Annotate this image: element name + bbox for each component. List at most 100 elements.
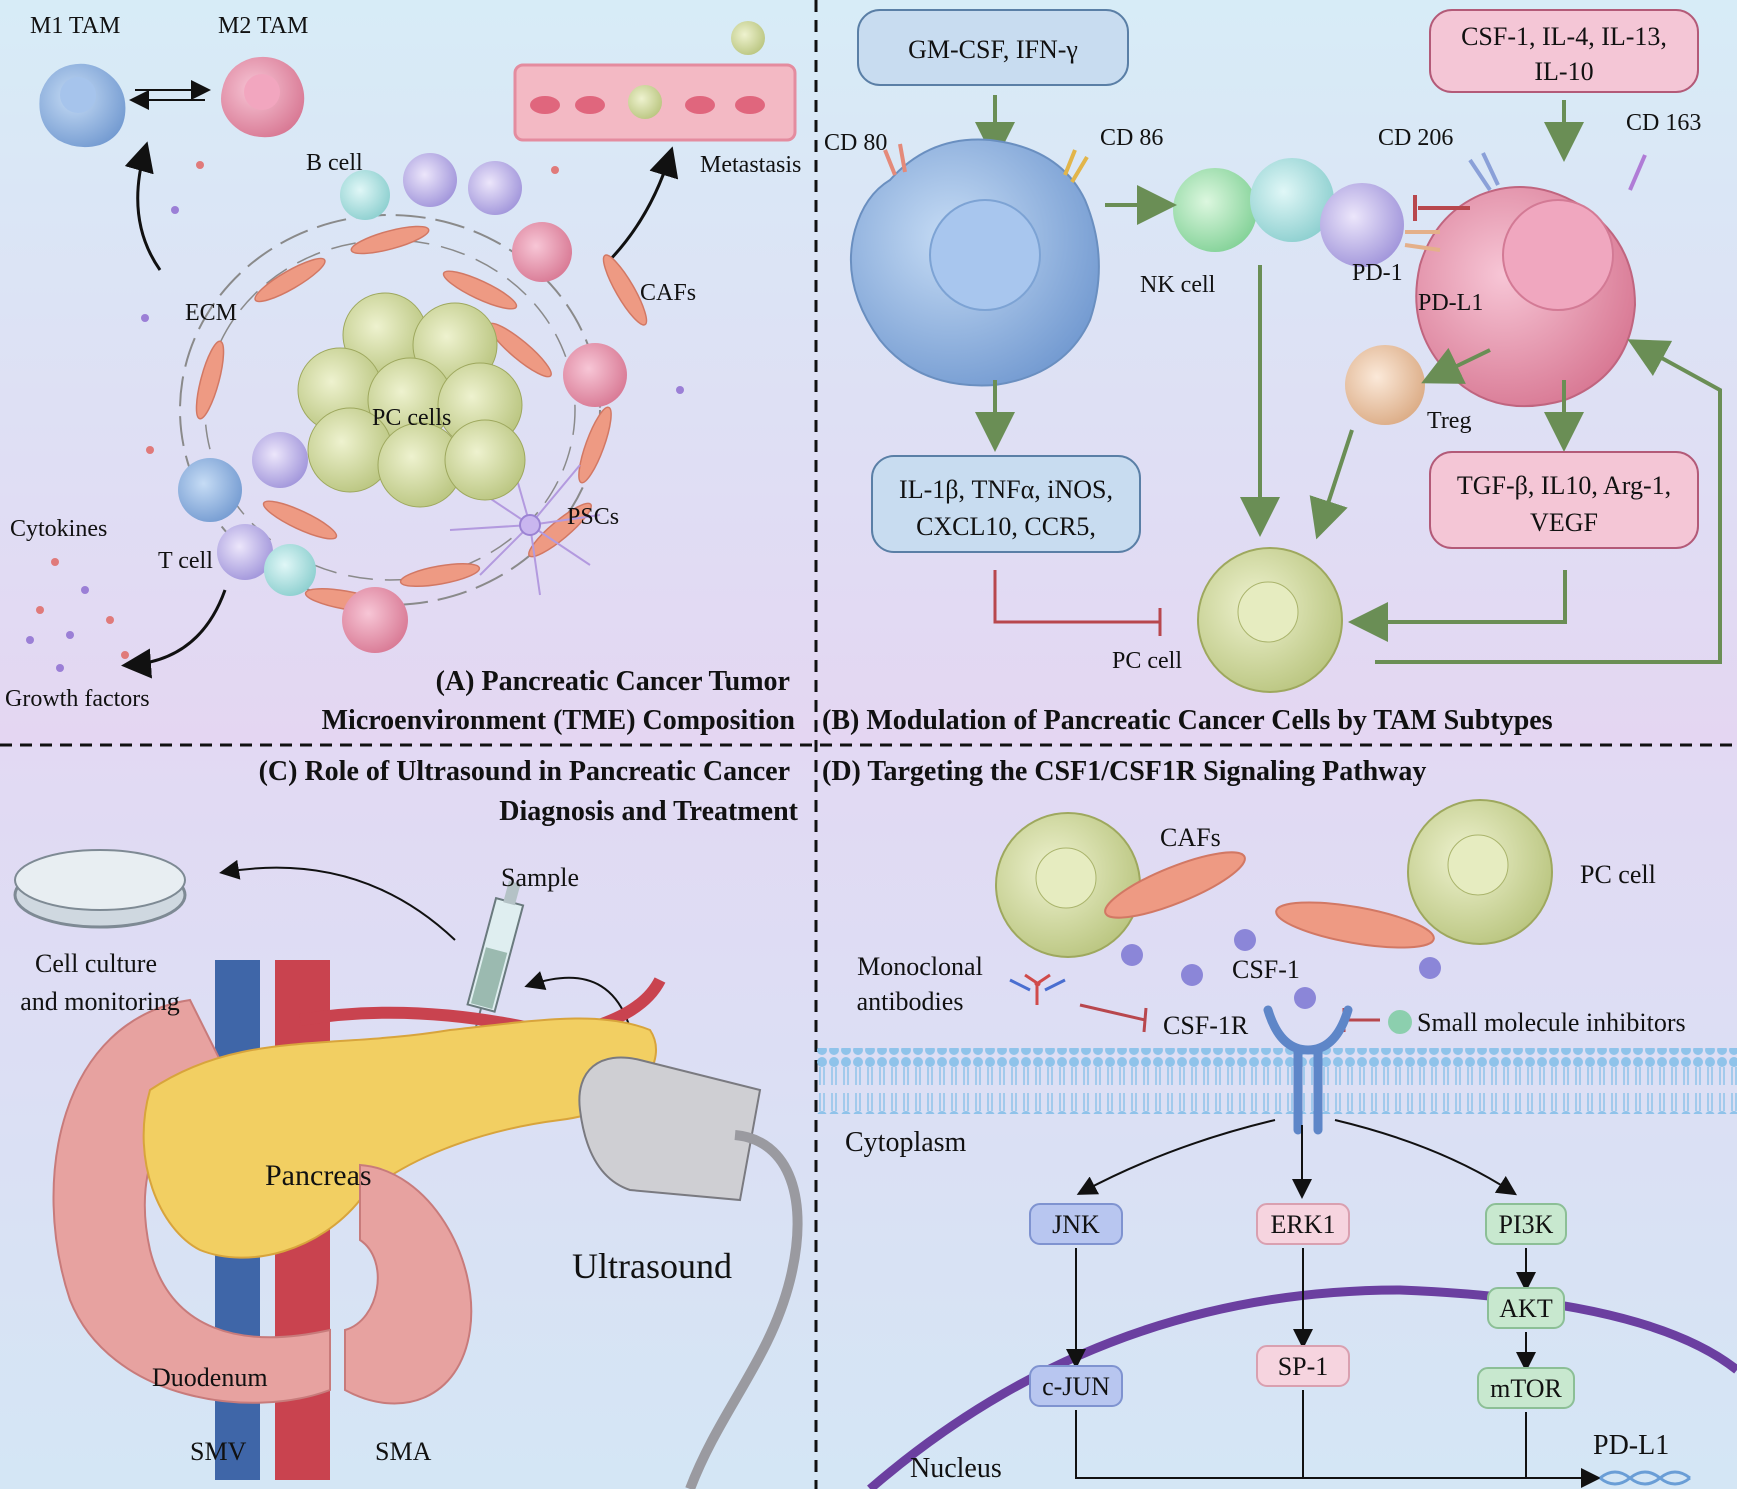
csf1r-receptor xyxy=(1263,1005,1353,1135)
caf-d-2 xyxy=(1275,901,1435,949)
m1-tam-nucleus xyxy=(60,77,96,113)
mtor-box xyxy=(1477,1367,1575,1409)
pd1-pdl1-interaction xyxy=(1404,230,1441,252)
petri-dish-lid xyxy=(14,849,186,911)
pc-cell-d-label: PC cell xyxy=(1580,860,1656,889)
cytoplasm-label: Cytoplasm xyxy=(845,1127,967,1158)
mtor-label: mTOR xyxy=(1490,1374,1562,1403)
inhibit-mab-to-csf1r-bar xyxy=(1142,1007,1148,1033)
pd1-cell xyxy=(1320,183,1404,267)
arrow-to-jnk xyxy=(1076,1119,1276,1195)
m1-inducers-text: GM-CSF, IFN-γ xyxy=(908,35,1078,64)
cd86-label: CD 86 xyxy=(1100,125,1163,151)
sp1-box xyxy=(1256,1345,1350,1387)
small-molecule-label: Small molecule inhibitors xyxy=(1417,1008,1686,1037)
inhibit-mab-to-csf1r xyxy=(1079,1003,1146,1022)
erk1-box xyxy=(1256,1203,1350,1245)
t-cell-label: T cell xyxy=(158,548,213,574)
m1-inducers-box xyxy=(857,9,1129,86)
panel-c: (C) Role of Ultrasound in Pancreatic Can… xyxy=(13,756,803,1489)
ultrasound-label: Ultrasound xyxy=(572,1246,732,1286)
mab-line1: Monoclonal xyxy=(857,952,983,981)
inhibit-m1-factors-to-pc xyxy=(993,570,1160,624)
cafs-label: CAFs xyxy=(640,280,696,306)
treg-label: Treg xyxy=(1427,408,1471,434)
cell-culture-line1: Cell culture xyxy=(35,949,157,978)
duodenum xyxy=(52,998,331,1404)
m2-inducers-line1: CSF-1, IL-4, IL-13, xyxy=(1461,22,1667,51)
arrow-to-tams xyxy=(124,141,162,271)
nk-cell-label: NK cell xyxy=(1140,272,1216,298)
cytokines-label: Cytokines xyxy=(10,516,107,542)
treg-cell xyxy=(1345,345,1425,425)
csf1r-label: CSF-1R xyxy=(1163,1011,1249,1040)
cjun-label: c-JUN xyxy=(1042,1372,1110,1401)
pc-cells-cluster xyxy=(297,292,526,508)
arrow-pc-to-m2 xyxy=(1375,339,1722,664)
panel-b: GM-CSF, IFN-γ CSF-1, IL-4, IL-13, IL-10 … xyxy=(822,9,1722,736)
cd80-label: CD 80 xyxy=(824,130,887,156)
nucleus-label: Nucleus xyxy=(910,1453,1002,1484)
arrow-m2-to-treg xyxy=(1421,347,1491,384)
arrow-treg-to-pc xyxy=(1309,429,1354,540)
csf1-dots xyxy=(1121,929,1441,1009)
cytokine-dots xyxy=(26,161,684,672)
m2-factors-line1: TGF-β, IL10, Arg-1, xyxy=(1457,471,1671,500)
circulating-tumor-cell xyxy=(628,85,662,119)
immune-cells-a xyxy=(178,153,627,653)
cd206-receptor xyxy=(1468,152,1500,192)
red-blood-cells xyxy=(530,96,765,114)
psc-cell xyxy=(449,454,601,596)
panel-a-title-line2: Microenvironment (TME) Composition xyxy=(322,705,796,736)
csf1-label: CSF-1 xyxy=(1232,955,1300,984)
m1-factors-line2: CXCL10, CCR5, xyxy=(916,512,1096,541)
m2-tam-label: M2 TAM xyxy=(218,13,308,39)
m2-tam-nucleus xyxy=(244,74,280,110)
cd86-receptor xyxy=(1063,149,1089,184)
jnk-box xyxy=(1029,1203,1123,1245)
arrow-to-pi3k xyxy=(1334,1119,1518,1196)
pc-cell-d-left-nucleus xyxy=(1035,847,1097,909)
panel-d-title: (D) Targeting the CSF1/CSF1R Signaling P… xyxy=(822,756,1426,787)
nucleus-membrane xyxy=(867,1285,1737,1489)
akt-label: AKT xyxy=(1499,1294,1553,1323)
growth-factors-label: Growth factors xyxy=(5,686,150,712)
metastasizing-tumor-cell xyxy=(731,21,765,55)
arrow-m2-factors-to-pc xyxy=(1348,570,1567,642)
erk1-label: ERK1 xyxy=(1271,1210,1336,1239)
smv-label: SMV xyxy=(190,1437,247,1466)
cjun-box xyxy=(1029,1365,1123,1407)
cd163-label: CD 163 xyxy=(1626,110,1701,136)
pc-cells-label: PC cells xyxy=(372,405,451,431)
akt-box xyxy=(1487,1287,1565,1329)
ecm-label: ECM xyxy=(185,300,237,326)
m2-macrophage-nucleus xyxy=(1502,199,1614,311)
pdl1-label: PD-L1 xyxy=(1418,290,1483,316)
arrow-cjun-to-pdl1 xyxy=(1075,1410,1601,1488)
cd163-receptor xyxy=(1628,154,1647,191)
jnk-label: JNK xyxy=(1052,1210,1100,1239)
duodenum-lower xyxy=(344,1163,473,1405)
sma-label: SMA xyxy=(375,1437,432,1466)
panel-c-title-line1: (C) Role of Ultrasound in Pancreatic Can… xyxy=(259,756,790,787)
cell-culture-line2: and monitoring xyxy=(20,987,180,1016)
pc-cell-d-right-nucleus xyxy=(1447,834,1509,896)
pd1-label: PD-1 xyxy=(1352,260,1403,286)
metastasis-label: Metastasis xyxy=(700,152,801,178)
panel-b-title: (B) Modulation of Pancreatic Cancer Cell… xyxy=(822,705,1553,736)
mab-line2: antibodies xyxy=(857,987,964,1016)
panel-a: M1 TAM M2 TAM B cell Metastasis ECM CAFs… xyxy=(5,13,801,736)
dna-helix xyxy=(1599,1470,1691,1486)
m2-factors-line2: VEGF xyxy=(1530,508,1598,537)
arrow-to-culture xyxy=(219,859,456,941)
b-cell-label: B cell xyxy=(306,150,363,176)
pi3k-label: PI3K xyxy=(1499,1210,1554,1239)
panel-a-title-line1: (A) Pancreatic Cancer Tumor xyxy=(436,666,790,697)
arrow-to-growth-factors xyxy=(121,589,227,679)
cafs-d-label: CAFs xyxy=(1160,823,1221,852)
arrow-to-metastasis xyxy=(603,146,679,267)
monoclonal-antibody xyxy=(1009,973,1066,1005)
ecm-ring xyxy=(179,214,601,606)
